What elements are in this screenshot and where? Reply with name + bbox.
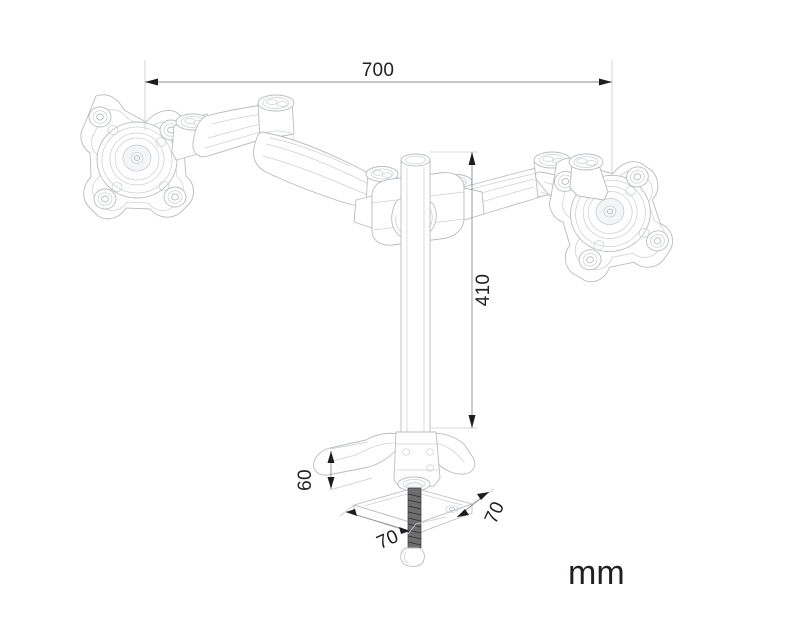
dimension-pole-height: 410 xyxy=(430,151,494,429)
unit-label: mm xyxy=(568,554,625,592)
right-vesa-plate xyxy=(549,153,673,283)
clamp-screw xyxy=(400,487,425,567)
dimension-label-700: 700 xyxy=(362,60,395,81)
center-pole xyxy=(400,153,431,453)
dimension-label-60: 60 xyxy=(295,469,316,491)
left-arm xyxy=(192,94,399,213)
dimension-base-arm-height: 60 xyxy=(295,441,373,491)
dimension-overall-width: 700 xyxy=(144,60,613,175)
dimension-label-410: 410 xyxy=(473,274,494,307)
